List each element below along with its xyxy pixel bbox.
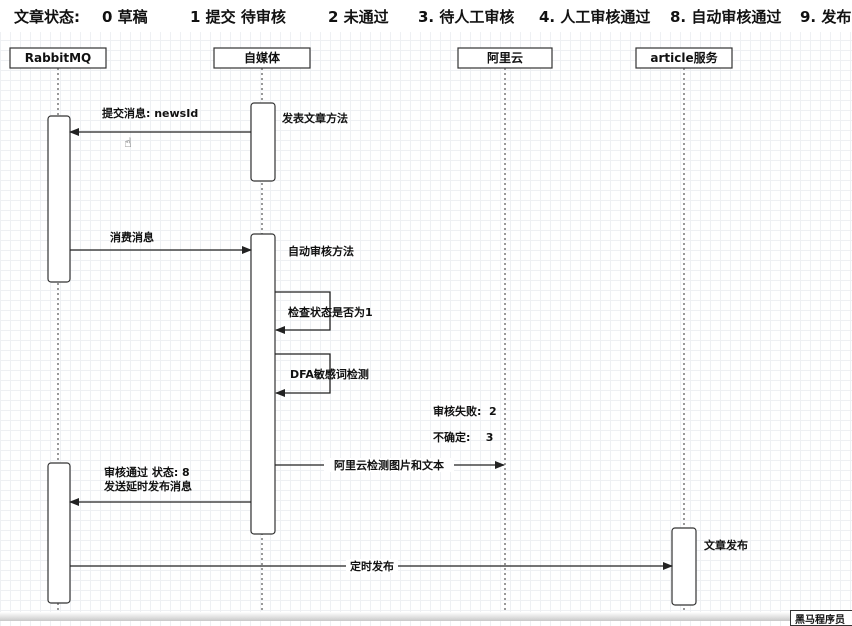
arrow-check-status bbox=[275, 291, 331, 334]
msg-consume: 消费消息 bbox=[110, 230, 154, 244]
arrow-dfa bbox=[275, 353, 331, 397]
hand-cursor-icon: ☝ bbox=[124, 136, 132, 151]
msg-dfa: DFA敏感词检测 bbox=[290, 367, 369, 381]
status-label: 文章状态: bbox=[14, 8, 80, 26]
actor-rabbitmq-label: RabbitMQ bbox=[25, 51, 92, 65]
status-draft: 0 草稿 bbox=[102, 8, 148, 26]
status-auto-approved: 8. 自动审核通过 bbox=[670, 8, 782, 26]
actor-media: 自媒体 bbox=[213, 47, 311, 69]
bottom-edge bbox=[0, 612, 852, 621]
rabbitmq-activation-2 bbox=[47, 462, 71, 604]
status-header: 文章状态: 0 草稿 1 提交 待审核 2 未通过 3. 待人工审核 4. 人工… bbox=[0, 0, 852, 32]
note-uncertain: 不确定: 3 bbox=[433, 430, 493, 444]
msg-submit: 提交消息: newsId bbox=[102, 106, 198, 120]
msg-review-passed-1: 审核通过 状态: 8 bbox=[104, 465, 190, 479]
actor-media-label: 自媒体 bbox=[244, 50, 281, 65]
actor-article-label: article服务 bbox=[650, 50, 718, 65]
note-article-publish: 文章发布 bbox=[704, 538, 748, 552]
status-submitted: 1 提交 待审核 bbox=[190, 8, 286, 26]
actor-article: article服务 bbox=[635, 47, 733, 69]
note-auto-review-method: 自动审核方法 bbox=[288, 244, 354, 258]
watermark-logo: 黑马程序员 bbox=[790, 610, 852, 626]
media-activation-2 bbox=[250, 233, 276, 535]
status-pending-manual: 3. 待人工审核 bbox=[418, 8, 515, 26]
media-activation-1 bbox=[250, 102, 276, 182]
msg-timed-publish-bg bbox=[346, 559, 398, 573]
status-published: 9. 发布 bbox=[800, 8, 852, 26]
rabbitmq-activation-1 bbox=[47, 115, 71, 283]
msg-aliyun-check: 阿里云检测图片和文本 bbox=[334, 458, 444, 472]
msg-check-status: 检查状态是否为1 bbox=[288, 305, 373, 319]
note-publish-method: 发表文章方法 bbox=[281, 111, 348, 125]
msg-review-passed-2: 发送延时发布消息 bbox=[103, 479, 192, 493]
status-rejected: 2 未通过 bbox=[328, 8, 389, 26]
msg-timed-publish: 定时发布 bbox=[350, 559, 394, 573]
status-manual-approved: 4. 人工审核通过 bbox=[539, 8, 651, 26]
actor-aliyun-label: 阿里云 bbox=[487, 50, 523, 65]
article-activation bbox=[671, 527, 697, 606]
note-review-failed: 审核失败: 2 bbox=[433, 404, 497, 418]
actor-aliyun: 阿里云 bbox=[457, 47, 553, 69]
actor-rabbitmq: RabbitMQ bbox=[9, 47, 107, 69]
msg-aliyun-check-bg bbox=[324, 458, 454, 472]
